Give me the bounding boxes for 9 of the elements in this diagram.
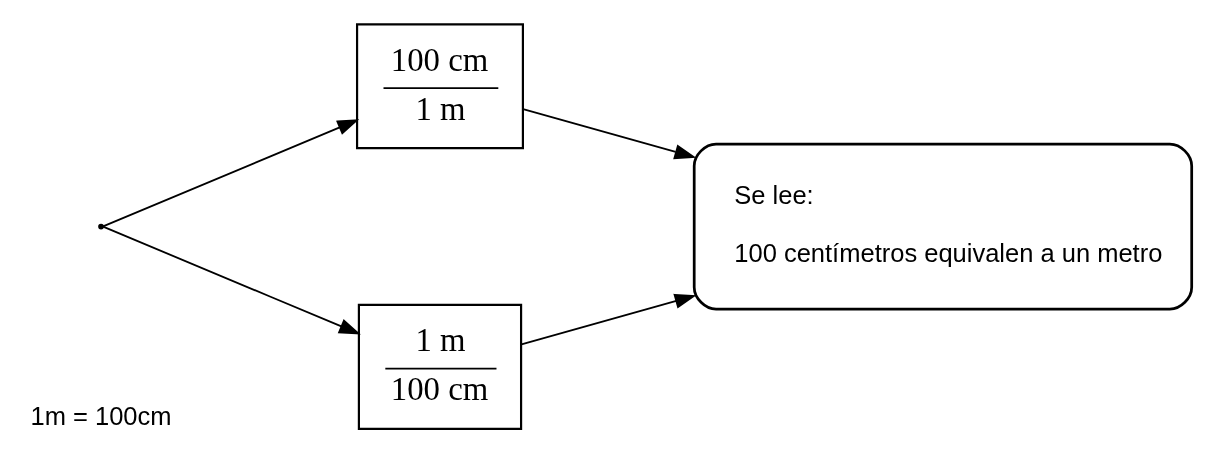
arrow bbox=[102, 225, 361, 335]
node-box: 100 cm 1 m bbox=[356, 23, 524, 150]
arrow bbox=[522, 108, 697, 160]
label: 1m = 100cm bbox=[30, 401, 172, 430]
arrow bbox=[102, 119, 360, 228]
arrow bbox=[520, 293, 697, 346]
node-box: 1 m 100 cm bbox=[357, 303, 523, 430]
node-box: Se lee: 100 centímetros equivalen a un metro bbox=[692, 142, 1194, 311]
node-point bbox=[98, 223, 104, 230]
